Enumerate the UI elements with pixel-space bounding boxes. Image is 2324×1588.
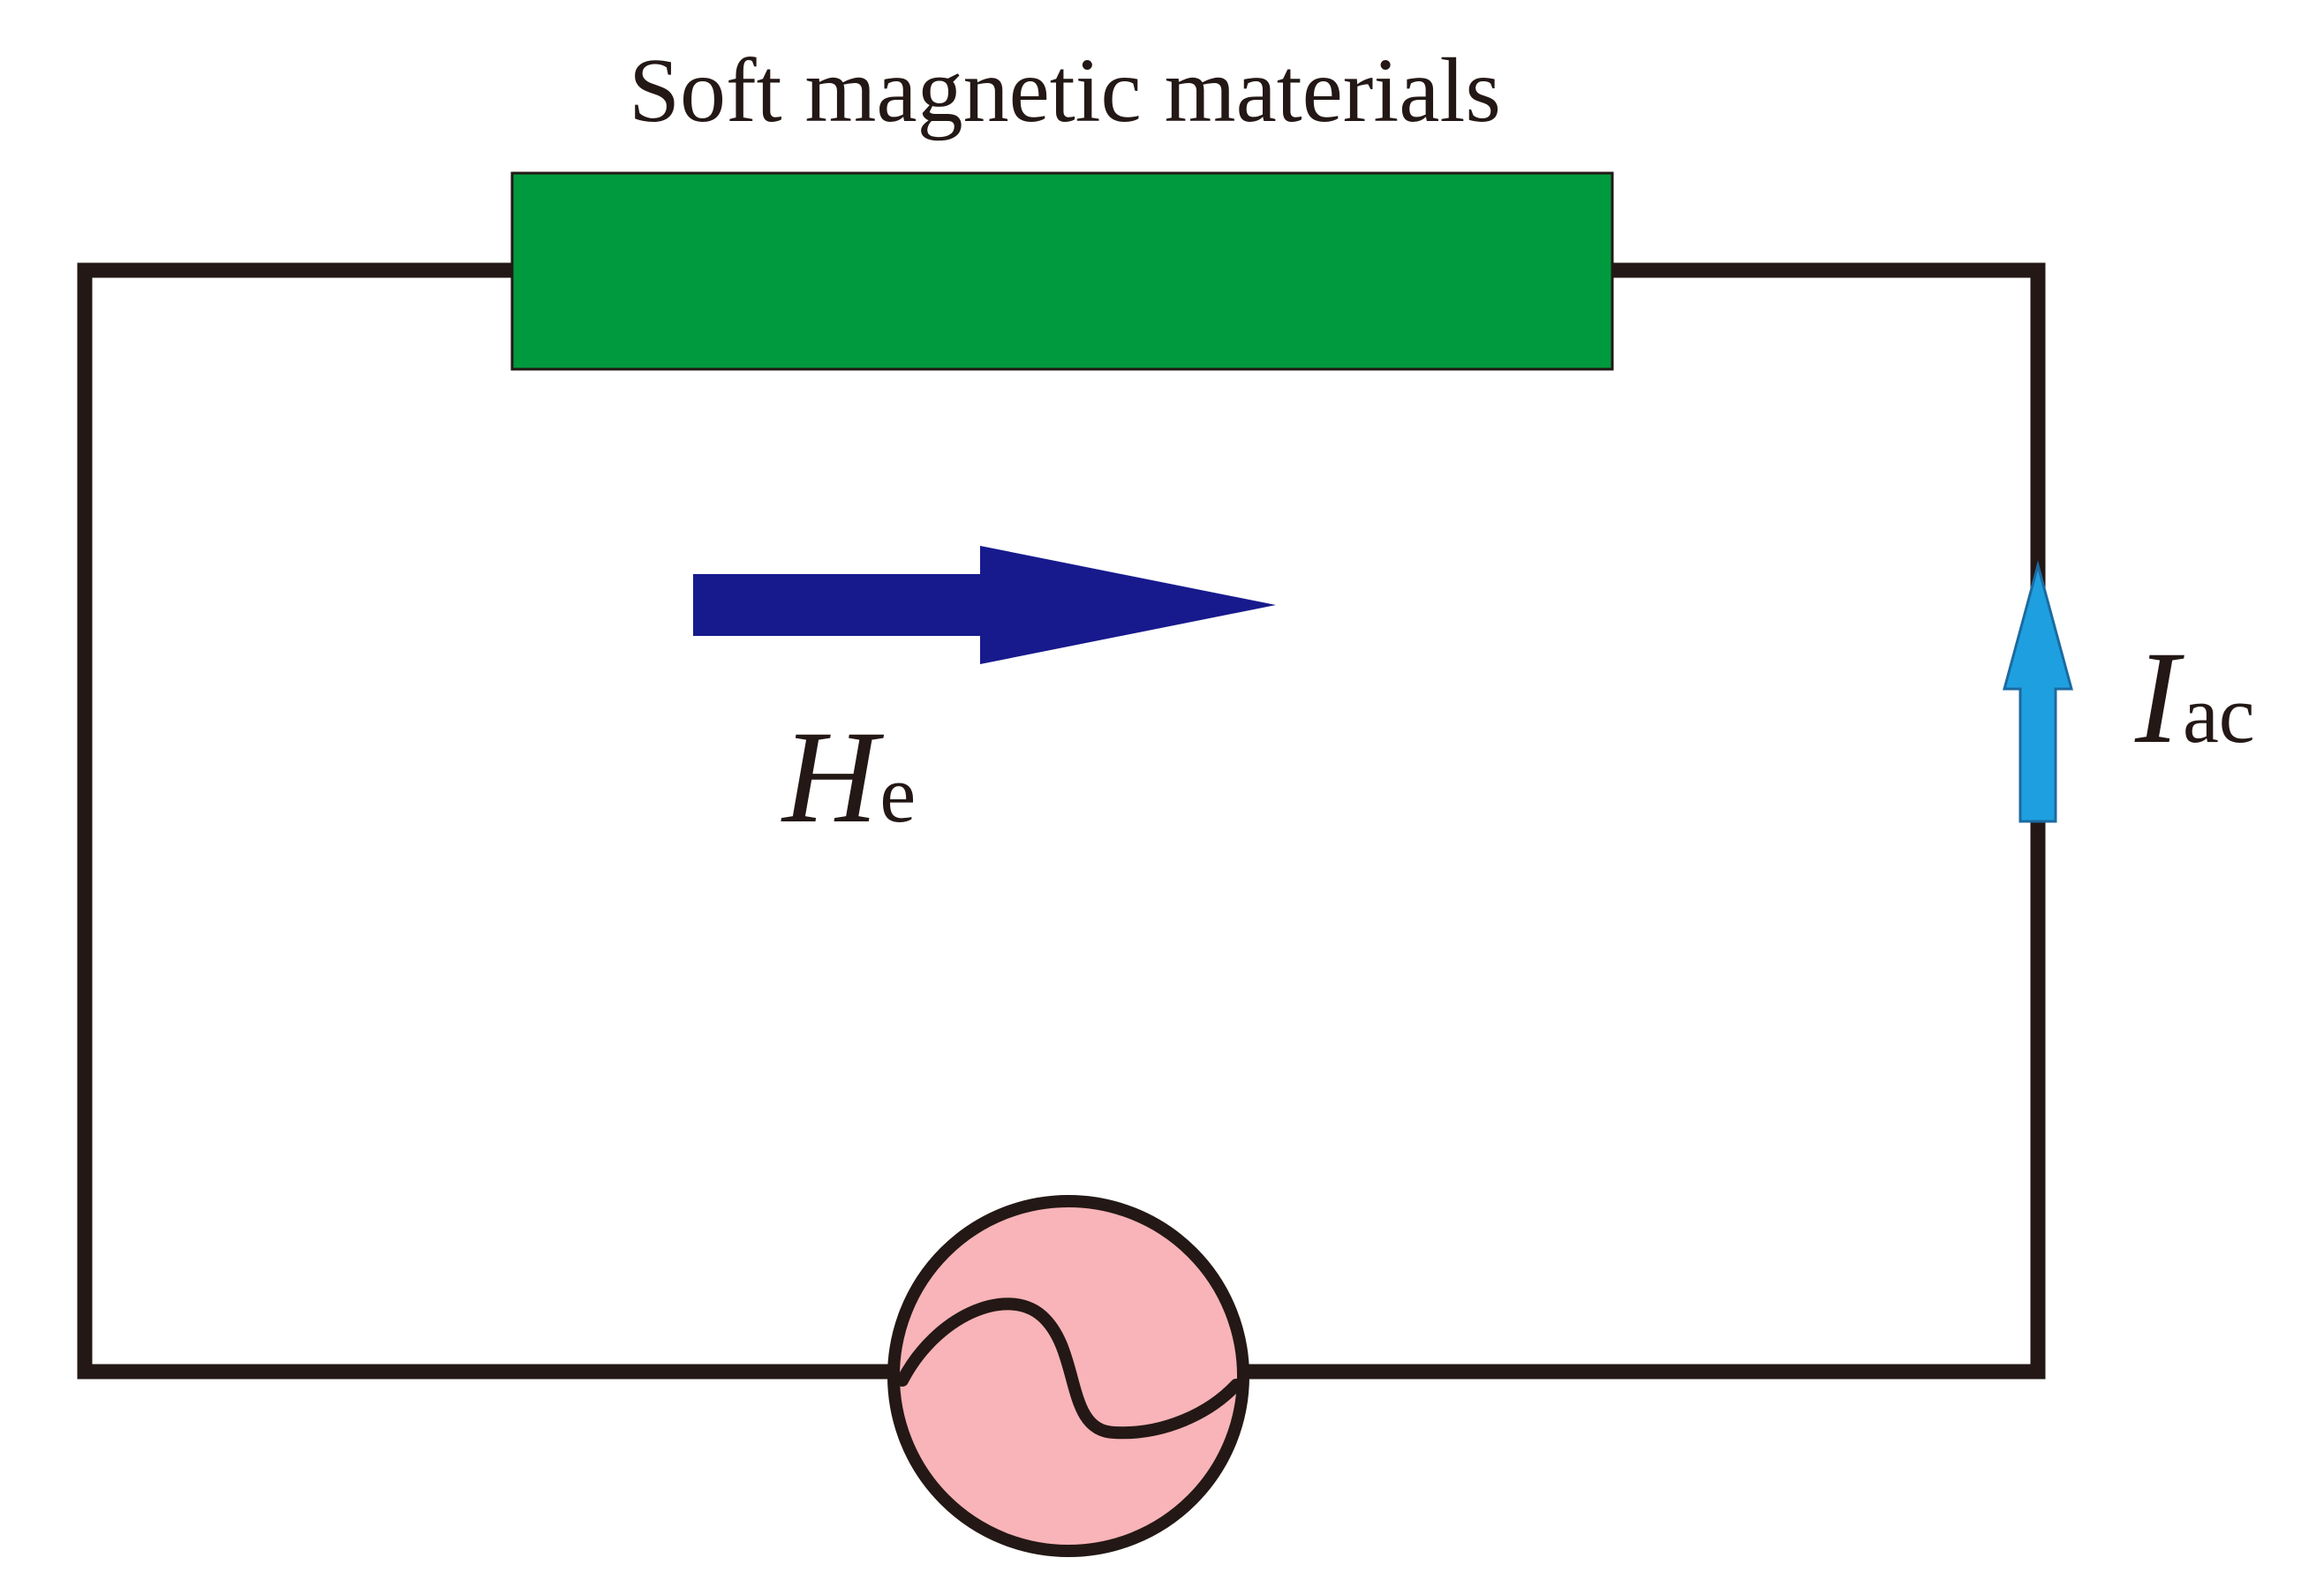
field-arrow (693, 546, 1276, 664)
field-label: He (781, 704, 916, 851)
wire-top-right (1241, 262, 2046, 1380)
current-subscript: ac (2183, 669, 2255, 760)
soft-magnetic-material-bar (510, 171, 1614, 371)
current-arrow (2003, 560, 2073, 823)
field-subscript: e (879, 749, 916, 839)
ac-source-icon (887, 1195, 1249, 1557)
current-label: Iac (2134, 624, 2255, 771)
wire-top-left (77, 262, 896, 1380)
field-symbol: H (781, 704, 885, 851)
current-symbol: I (2134, 624, 2184, 771)
sine-wave-icon (896, 1297, 1242, 1440)
material-label: Soft magnetic materials (629, 40, 1501, 141)
